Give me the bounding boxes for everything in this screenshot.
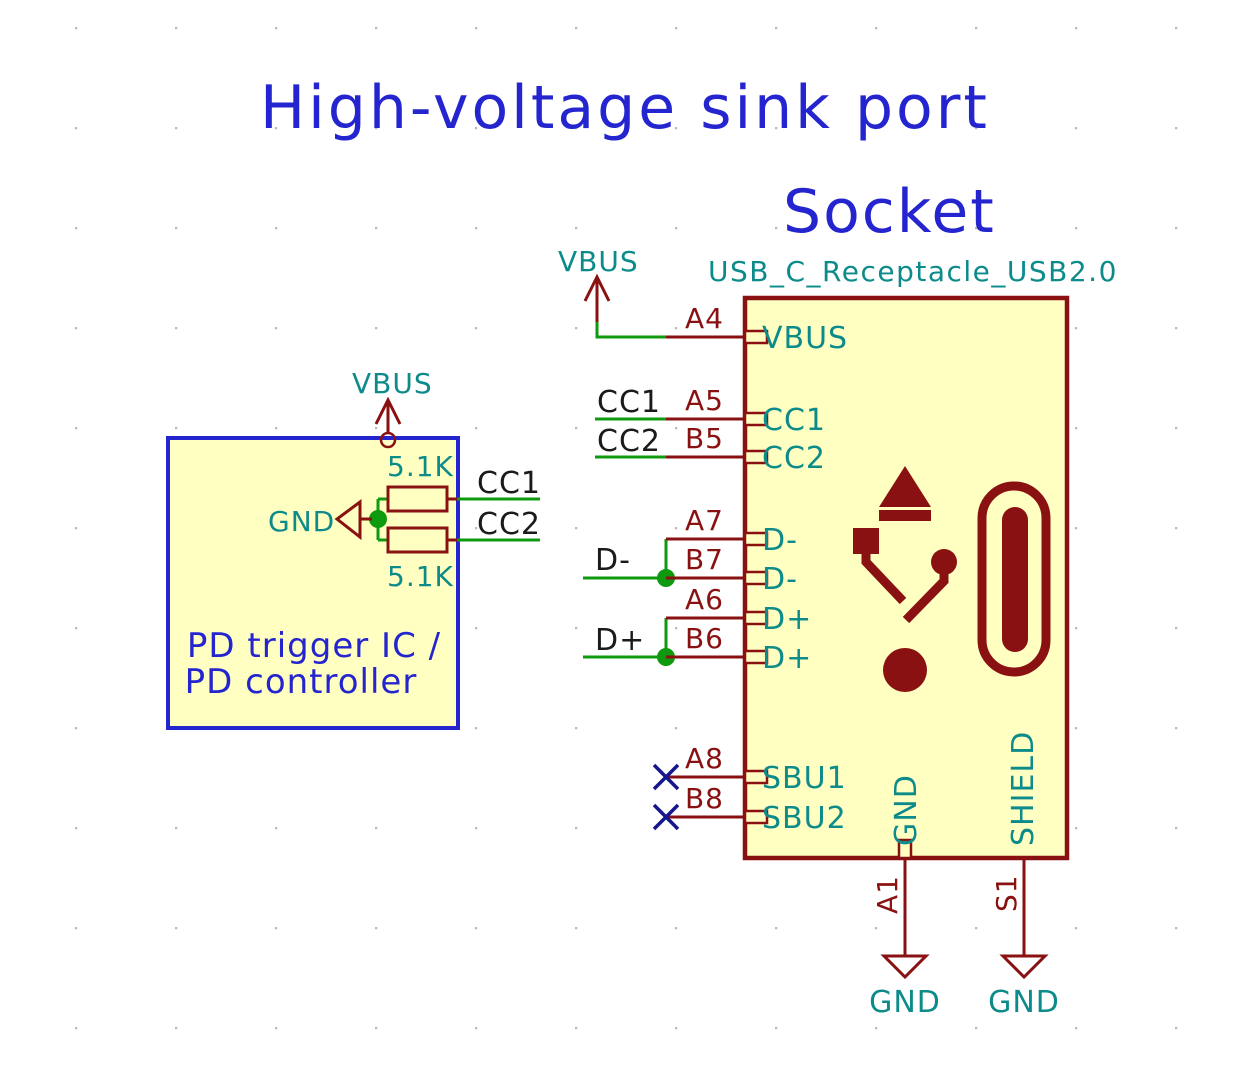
wire[interactable] (595, 320, 668, 339)
resistor-value: 5.1K (387, 450, 454, 483)
net-label-cc2[interactable]: CC2 (477, 507, 541, 542)
net-label-cc1[interactable]: CC1 (477, 466, 541, 501)
power-vbus-top[interactable]: VBUS (558, 245, 639, 322)
pin-name: D- (762, 523, 798, 558)
pin-name: D+ (762, 641, 812, 676)
power-gnd-left[interactable]: GND (268, 499, 372, 541)
usb-logo-icon (853, 466, 957, 692)
socket-lib-name: USB_C_Receptacle_USB2.0 (708, 255, 1118, 288)
power-label: GND (869, 985, 941, 1020)
pin-pad (743, 809, 769, 825)
socket-pins-bottom (897, 838, 1026, 956)
pin-pad (743, 411, 769, 427)
pin-number: A6 (685, 583, 724, 616)
pin-name: CC1 (762, 403, 826, 438)
pd-trigger-block[interactable]: PD trigger IC / PD controller 5.1K 5.1K … (166, 436, 540, 730)
power-label: GND (268, 505, 335, 538)
resistor-value: 5.1K (387, 560, 454, 593)
pin-name: SBU2 (762, 801, 847, 836)
gnd-triangle-icon (880, 954, 930, 980)
pin-number: A4 (685, 302, 724, 335)
net-label-dplus[interactable]: D+ (595, 623, 645, 658)
pin-name: SBU1 (762, 761, 847, 796)
pin-pad (743, 570, 769, 586)
net-label-cc2[interactable]: CC2 (597, 424, 661, 459)
usb-c-connector-icon (977, 481, 1051, 677)
power-label: VBUS (352, 367, 433, 400)
net-label-dminus[interactable]: D- (595, 543, 631, 578)
resistor-bottom[interactable]: 5.1K (386, 526, 457, 593)
pin-name: VBUS (762, 321, 848, 356)
gnd-triangle-icon (999, 954, 1049, 980)
pin-number: B8 (685, 782, 724, 815)
resistor-body (386, 485, 449, 513)
resistor-body (386, 526, 449, 554)
vbus-arrow-icon (374, 396, 402, 425)
pin-number: A8 (685, 742, 724, 775)
pin-number: A1 (871, 875, 904, 914)
sheet-title: High-voltage sink port (260, 73, 990, 143)
pin-number: S1 (990, 874, 1023, 912)
power-gnd-s1[interactable]: GND (988, 954, 1060, 1020)
power-gnd-a1[interactable]: GND (869, 954, 941, 1020)
pin-pad (897, 838, 913, 860)
pin-pad (743, 610, 769, 626)
pin-number: A5 (685, 384, 724, 417)
socket-heading: Socket (783, 177, 996, 247)
pd-block-caption-line2: PD controller (185, 662, 418, 702)
pin-pad (743, 649, 769, 665)
pin-name: GND (889, 774, 924, 846)
pd-block-caption-line1: PD trigger IC / (187, 626, 441, 666)
vbus-arrow-icon (583, 273, 611, 302)
socket-pins-left (666, 329, 769, 825)
pin-number: A7 (685, 504, 724, 537)
pin-number: B6 (685, 622, 724, 655)
gnd-arrow-icon (334, 499, 362, 541)
pin-pad (743, 449, 769, 465)
pin-pad (743, 531, 769, 547)
pin-name: D- (762, 562, 798, 597)
unconnected-endpoint (379, 431, 397, 449)
pin-pad (743, 769, 769, 785)
power-label: VBUS (558, 245, 639, 278)
net-label-cc1[interactable]: CC1 (597, 385, 661, 420)
pin-name: CC2 (762, 441, 826, 476)
power-vbus-left[interactable]: VBUS (352, 367, 433, 449)
power-label: GND (988, 985, 1060, 1020)
no-connect-flag-b8[interactable] (652, 803, 680, 831)
pin-pad (743, 329, 769, 345)
pin-name: SHIELD (1006, 731, 1041, 846)
resistor-top[interactable]: 5.1K (386, 450, 457, 513)
pin-name: D+ (762, 602, 812, 637)
junction-dot (369, 510, 387, 528)
usb-c-socket-symbol[interactable]: A4 A5 B5 A7 B7 A6 B6 A8 B8 A1 S1 VBUS CC… (666, 295, 1070, 956)
pin-number: B5 (685, 422, 724, 455)
pin-number: B7 (685, 543, 724, 576)
no-connect-flag-a8[interactable] (652, 763, 680, 791)
